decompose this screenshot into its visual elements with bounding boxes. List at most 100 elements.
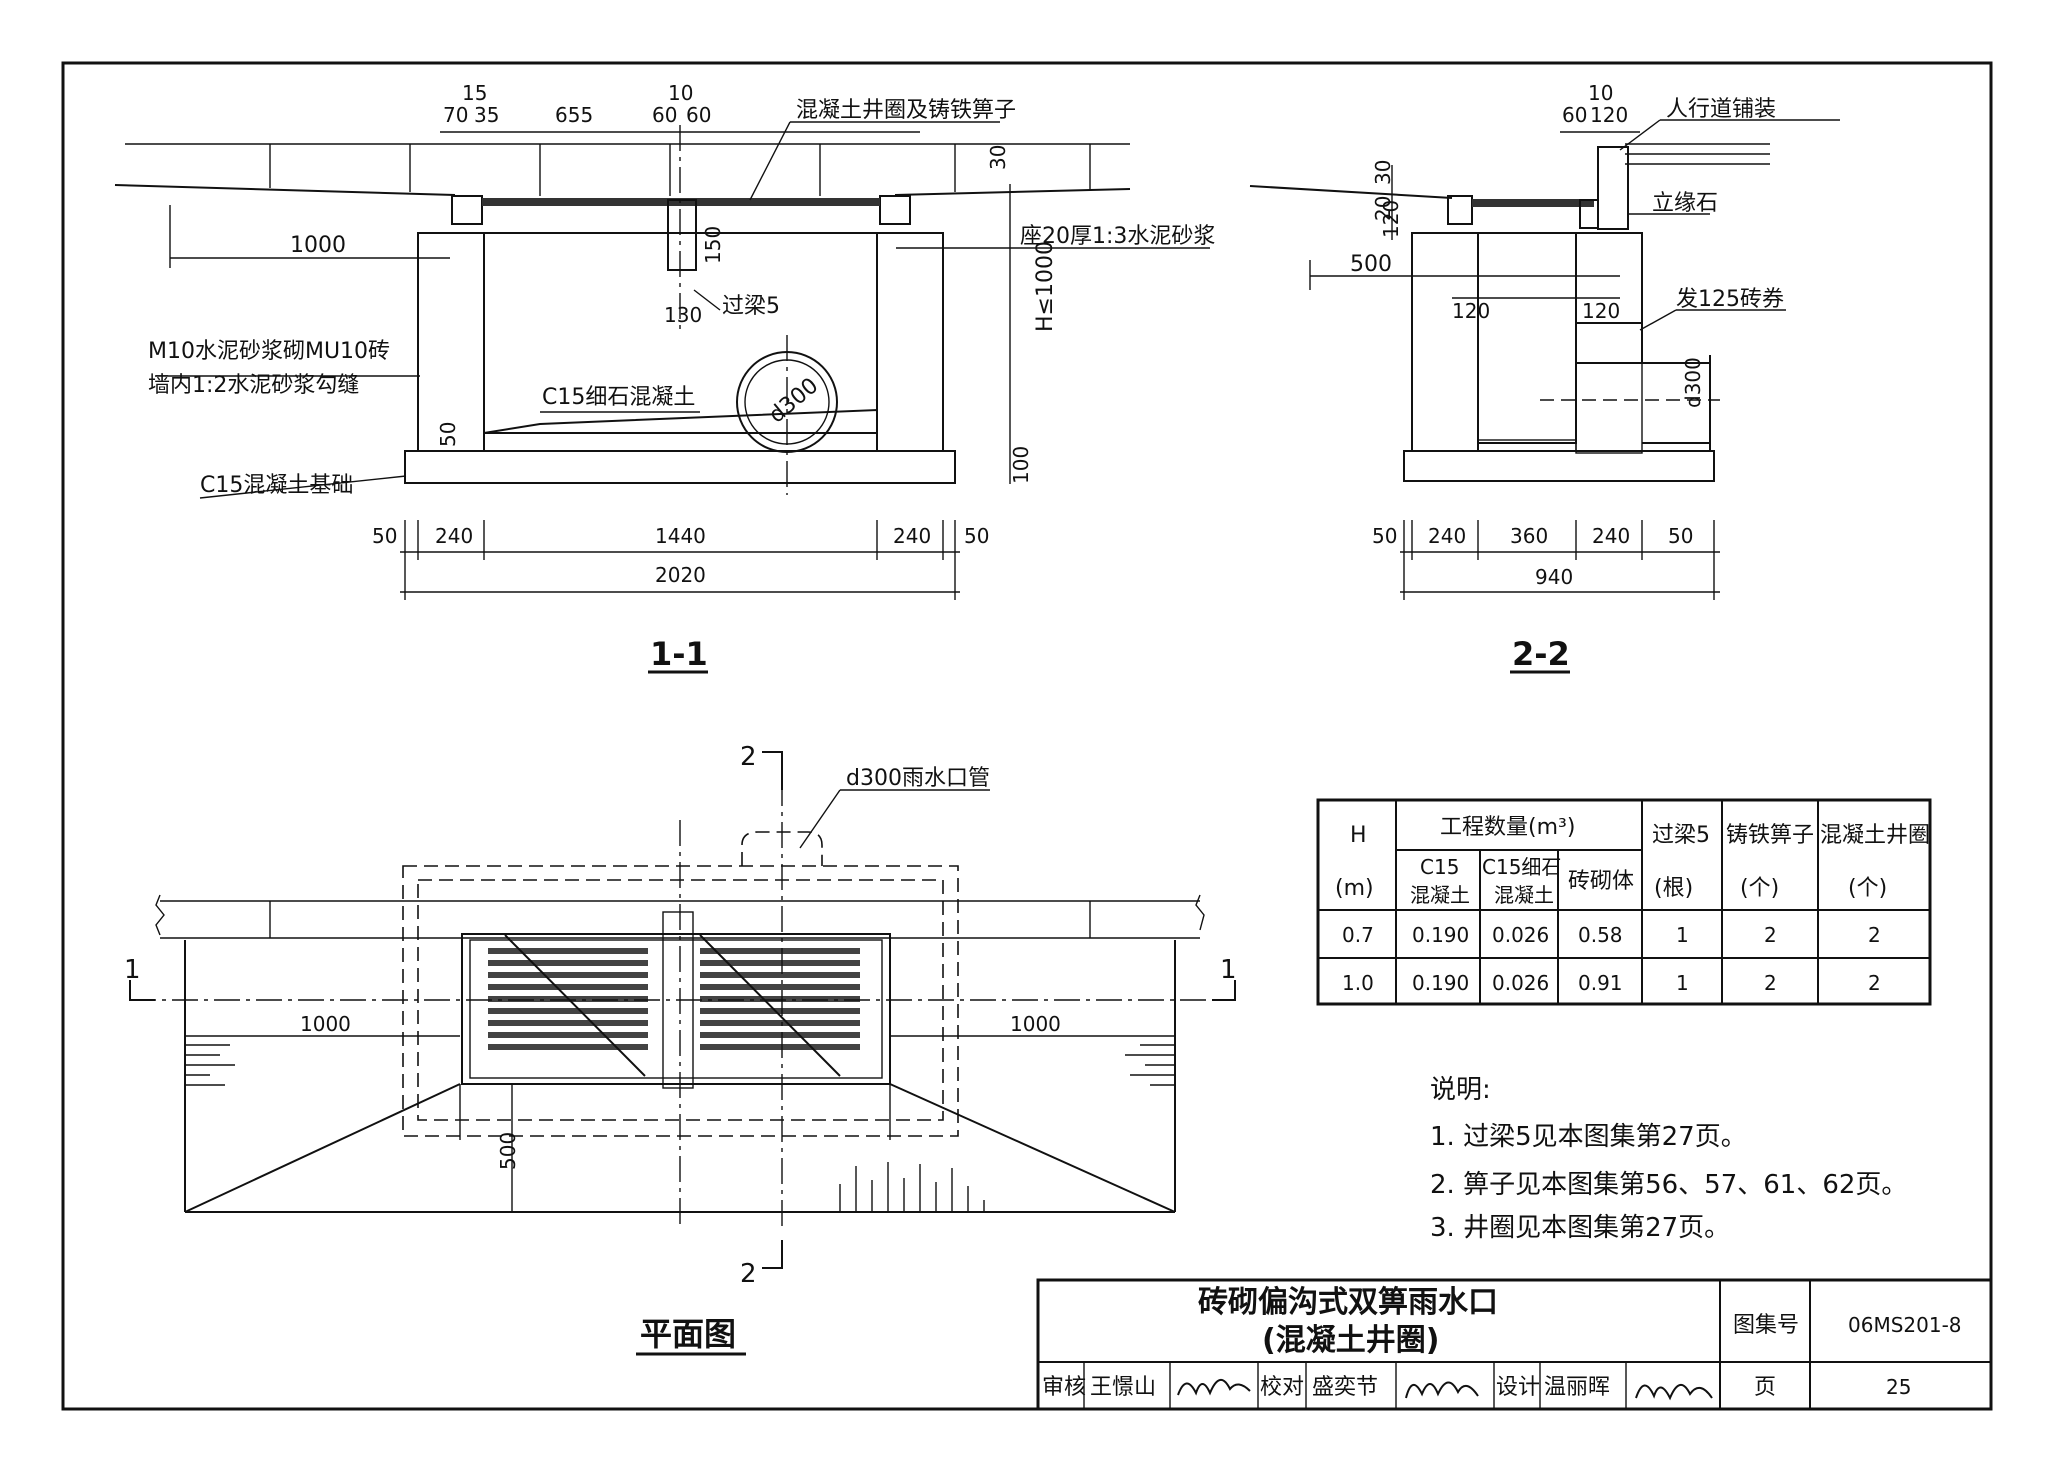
checker-name: 盛奕节 [1312, 1375, 1378, 1400]
note-mortar: 座20厚1:3水泥砂浆 [1020, 224, 1215, 249]
th-beam-a: 过梁5 [1652, 823, 1710, 848]
table-row: 0.7 0.190 0.026 0.58 1 2 2 [1342, 923, 1881, 947]
label-plan: 平面图 [640, 1315, 736, 1353]
dim-30: 30 [986, 145, 1010, 170]
cell-h: 1.0 [1342, 971, 1374, 995]
th-brick: 砖砌体 [1568, 869, 1634, 894]
dim-655: 655 [555, 103, 593, 127]
note-item: 1. 过梁5见本图集第27页。 [1430, 1122, 1747, 1152]
cut-2-top: 2 [740, 742, 757, 772]
designer-signature [1635, 1384, 1713, 1401]
dim-b240-r: 240 [893, 524, 931, 548]
dim-2b-50r: 50 [1668, 524, 1693, 548]
dim-2-20: 20 [1371, 196, 1395, 221]
dim-1000: 1000 [290, 233, 346, 258]
note-plan-pipe: d300雨水口管 [846, 766, 990, 791]
dim-150: 150 [701, 226, 725, 264]
designer-name: 温丽晖 [1544, 1375, 1610, 1400]
dim-2-120: 120 [1590, 103, 1628, 127]
table-row: 1.0 0.190 0.026 0.91 1 2 2 [1342, 971, 1881, 995]
dim-70: 70 [443, 103, 468, 127]
dim-15: 15 [462, 81, 487, 105]
dim-2b-360: 360 [1510, 524, 1548, 548]
design-label: 设计 [1496, 1375, 1540, 1400]
reviewer-name: 王憬山 [1090, 1375, 1156, 1400]
note-curb: 立缘石 [1652, 191, 1718, 216]
note-frame: 混凝土井圈及铸铁箅子 [796, 98, 1016, 123]
note-fill: C15细石混凝土 [542, 385, 695, 410]
cell-grate: 2 [1764, 923, 1777, 947]
cell-fine: 0.026 [1492, 923, 1549, 947]
sheet-title: 砖砌偏沟式双箅雨水口 [1198, 1285, 1498, 1320]
cell-h: 0.7 [1342, 923, 1374, 947]
notes: 说明: 1. 过梁5见本图集第27页。 2. 箅子见本图集第56、57、61、6… [1430, 1075, 1907, 1243]
dim-60b: 60 [686, 103, 711, 127]
th-h: H [1350, 823, 1367, 848]
reviewer-signature [1177, 1379, 1251, 1396]
title-block: 砖砌偏沟式双箅雨水口 (混凝土井圈) 图集号 06MS201-8 审核 王憬山 … [1036, 1278, 1993, 1411]
cell-c15: 0.190 [1412, 923, 1469, 947]
notes-heading: 说明: [1430, 1075, 1491, 1105]
pipe-label-1-1: d300 [764, 373, 823, 428]
dim-130: 130 [664, 303, 702, 327]
th-c15-a: C15 [1420, 855, 1459, 879]
checker-signature [1405, 1381, 1479, 1399]
dim-50-left: 50 [436, 422, 460, 447]
cell-ring: 2 [1868, 923, 1881, 947]
th-fine-b: 混凝土 [1494, 883, 1554, 907]
dim-2b-50l: 50 [1372, 524, 1397, 548]
dim-2-940: 940 [1535, 565, 1573, 589]
th-qty: 工程数量(m³) [1440, 815, 1575, 840]
dim-2-120v: 120 [1379, 200, 1403, 238]
section-2-2: d300 10 60 120 30 20 120 500 120 120 人行道… [1249, 81, 1840, 674]
check-label: 校对 [1260, 1375, 1304, 1400]
cell-brick: 0.58 [1578, 923, 1623, 947]
dim-h: H≤1000 [1033, 241, 1058, 332]
dim-2-500: 500 [1350, 252, 1392, 277]
page-number: 25 [1886, 1375, 1911, 1399]
cell-grate: 2 [1764, 971, 1777, 995]
dim-2-10: 10 [1588, 81, 1613, 105]
th-ring-a: 混凝土井圈 [1820, 823, 1930, 848]
cut-1-left: 1 [124, 955, 141, 985]
dim-plan-1000-r: 1000 [1010, 1012, 1061, 1036]
label-2-2: 2-2 [1512, 635, 1570, 673]
cut-1-right: 1 [1220, 955, 1237, 985]
cell-brick: 0.91 [1578, 971, 1623, 995]
dim-2-30: 30 [1371, 160, 1395, 185]
dim-plan-500: 500 [496, 1132, 520, 1170]
cell-ring: 2 [1868, 971, 1881, 995]
dim-60a: 60 [652, 103, 677, 127]
th-ring-b: (个) [1848, 876, 1887, 901]
pipe-label-2-2: d300 [1681, 357, 1705, 408]
dim-100: 100 [1009, 446, 1033, 484]
quantity-table: H (m) 工程数量(m³) C15 混凝土 C15细石 混凝土 砖砌体 过梁5… [1316, 798, 1932, 1006]
atlas-number: 06MS201-8 [1848, 1313, 1962, 1337]
note-paving: 人行道铺装 [1666, 97, 1776, 122]
note-base: C15混凝土基础 [200, 473, 353, 498]
dim-2b-240r: 240 [1592, 524, 1630, 548]
dim-b1440: 1440 [655, 524, 706, 548]
note-arch: 发125砖券 [1676, 287, 1784, 312]
atlas-label: 图集号 [1733, 1313, 1799, 1338]
dim-b240-l: 240 [435, 524, 473, 548]
dim-2b-240l: 240 [1428, 524, 1466, 548]
note-beam: 过梁5 [722, 294, 780, 319]
th-h-unit: (m) [1335, 876, 1374, 901]
label-1-1: 1-1 [650, 635, 708, 673]
th-grate-a: 铸铁箅子 [1726, 823, 1814, 848]
note-item: 3. 井圈见本图集第27页。 [1430, 1213, 1730, 1243]
cut-2-bottom: 2 [740, 1259, 757, 1289]
page-label: 页 [1754, 1375, 1776, 1400]
dim-10: 10 [668, 81, 693, 105]
cell-fine: 0.026 [1492, 971, 1549, 995]
dim-b50-l: 50 [372, 524, 397, 548]
note-wall-1: M10水泥砂浆砌MU10砖 [148, 339, 390, 364]
dim-b50-r: 50 [964, 524, 989, 548]
th-fine-a: C15细石 [1482, 855, 1561, 879]
dim-2020: 2020 [655, 563, 706, 587]
cell-c15: 0.190 [1412, 971, 1469, 995]
dim-2-60: 60 [1562, 103, 1587, 127]
th-beam-b: (根) [1654, 876, 1693, 901]
